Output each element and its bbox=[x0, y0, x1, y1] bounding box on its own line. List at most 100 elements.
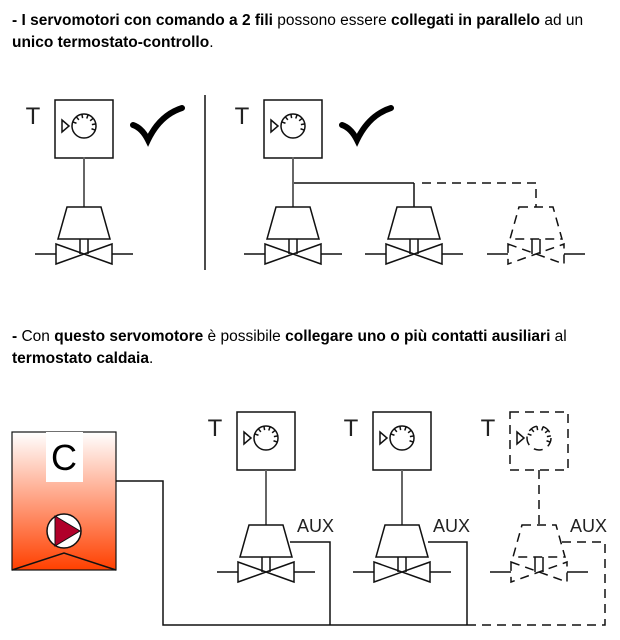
text-seg: è possibile bbox=[203, 328, 286, 345]
thermostat-box bbox=[236, 411, 296, 471]
optional-parallel-wire bbox=[422, 182, 537, 207]
thermostat-box bbox=[509, 411, 569, 471]
dial-icon bbox=[253, 425, 279, 451]
text-seg: unico termostato-controllo bbox=[12, 34, 210, 51]
actuator-valve bbox=[365, 206, 463, 266]
text-seg: questo servomotore bbox=[54, 328, 204, 345]
actuator-body bbox=[57, 206, 111, 240]
boiler: C bbox=[11, 431, 117, 571]
valve-body bbox=[264, 242, 322, 266]
dial-tick bbox=[273, 440, 278, 443]
dial-tick bbox=[268, 426, 271, 431]
actuator-valve bbox=[244, 157, 342, 266]
dial-tick bbox=[263, 426, 266, 431]
indicator-icon bbox=[270, 118, 280, 134]
valve-body bbox=[507, 242, 565, 266]
thermostat-label: T bbox=[235, 103, 250, 130]
actuator-body bbox=[239, 524, 293, 558]
valve-body bbox=[237, 560, 295, 584]
text-seg: ad un bbox=[540, 12, 584, 29]
thermostat: T bbox=[26, 99, 114, 159]
dial-icon bbox=[280, 113, 306, 139]
actuator-body bbox=[387, 206, 441, 240]
dial-tick bbox=[257, 428, 262, 433]
aux-label: AUX bbox=[570, 516, 607, 536]
dial-tick bbox=[300, 128, 305, 131]
dial-tick bbox=[390, 433, 395, 436]
dial-tick bbox=[89, 117, 94, 122]
text-seg: - I servomotori con comando a 2 fili bbox=[12, 12, 273, 29]
dial-tick bbox=[298, 117, 303, 122]
thermostat: T bbox=[344, 411, 432, 471]
aux-wire bbox=[290, 541, 331, 625]
indicator-icon bbox=[61, 118, 71, 134]
text-seg: . bbox=[148, 350, 154, 367]
thermostat: T bbox=[235, 99, 323, 159]
dial-tick bbox=[546, 440, 551, 443]
valve-body bbox=[373, 560, 431, 584]
dial-tick bbox=[271, 429, 276, 434]
dial-icon bbox=[526, 425, 552, 451]
dial-tick bbox=[86, 114, 89, 119]
dial-tick bbox=[409, 440, 414, 443]
dial-tick bbox=[91, 128, 96, 131]
actuator-valve bbox=[487, 206, 585, 266]
dial-tick bbox=[254, 433, 259, 436]
thermostat: T bbox=[481, 411, 569, 471]
actuator-body bbox=[266, 206, 320, 240]
actuator-valve bbox=[35, 157, 133, 266]
dial-tick bbox=[530, 428, 535, 433]
dial-tick bbox=[399, 426, 402, 431]
dial-tick bbox=[72, 121, 77, 124]
dial-tick bbox=[393, 428, 398, 433]
text-seg: Con bbox=[17, 328, 55, 345]
dial-tick bbox=[541, 426, 544, 431]
actuator-body bbox=[509, 206, 563, 240]
thermostat-box bbox=[372, 411, 432, 471]
dial-tick bbox=[273, 435, 278, 438]
dial-icon bbox=[389, 425, 415, 451]
dial-tick bbox=[75, 116, 80, 121]
dial-tick bbox=[284, 116, 289, 121]
thermostat-label: T bbox=[344, 415, 359, 442]
dial-tick bbox=[404, 426, 407, 431]
dial-tick bbox=[281, 121, 286, 124]
actuator-valve bbox=[490, 470, 588, 584]
actuator-valve bbox=[353, 470, 451, 584]
thermostat-label: T bbox=[208, 415, 223, 442]
aux-label: AUX bbox=[433, 516, 470, 536]
dial-tick bbox=[536, 426, 539, 431]
dial-tick bbox=[91, 123, 96, 126]
dial-tick bbox=[527, 433, 532, 436]
thermostat-box bbox=[263, 99, 323, 159]
check-icon bbox=[130, 105, 185, 147]
text-seg: possono essere bbox=[272, 12, 392, 29]
text-seg: al bbox=[550, 328, 567, 345]
aux-wire bbox=[428, 541, 468, 625]
dial-tick bbox=[81, 114, 84, 119]
aux-label: AUX bbox=[297, 516, 334, 536]
thermostat: T bbox=[208, 411, 296, 471]
dial-tick bbox=[544, 429, 549, 434]
paragraph-aux-contacts: - Con questo servomotore è possibile col… bbox=[12, 326, 572, 370]
valve-body bbox=[385, 242, 443, 266]
text-seg: collegare uno o più contatti ausiliari bbox=[285, 328, 551, 345]
thermostat-box bbox=[54, 99, 114, 159]
text-seg: collegati in parallelo bbox=[391, 12, 541, 29]
text-seg: termostato caldaia bbox=[12, 350, 149, 367]
thermostat-label: T bbox=[481, 415, 496, 442]
actuator-body bbox=[512, 524, 566, 558]
dial-tick bbox=[546, 435, 551, 438]
indicator-icon bbox=[243, 430, 253, 446]
actuator-valve bbox=[217, 470, 315, 584]
text-seg: . bbox=[209, 34, 214, 51]
boiler-thermostat-wire bbox=[116, 480, 467, 626]
dial-tick bbox=[295, 114, 298, 119]
optional-aux-wire bbox=[467, 541, 606, 626]
text-seg: - bbox=[12, 328, 18, 345]
indicator-icon bbox=[379, 430, 389, 446]
dial-tick bbox=[409, 435, 414, 438]
dial-tick bbox=[407, 429, 412, 434]
